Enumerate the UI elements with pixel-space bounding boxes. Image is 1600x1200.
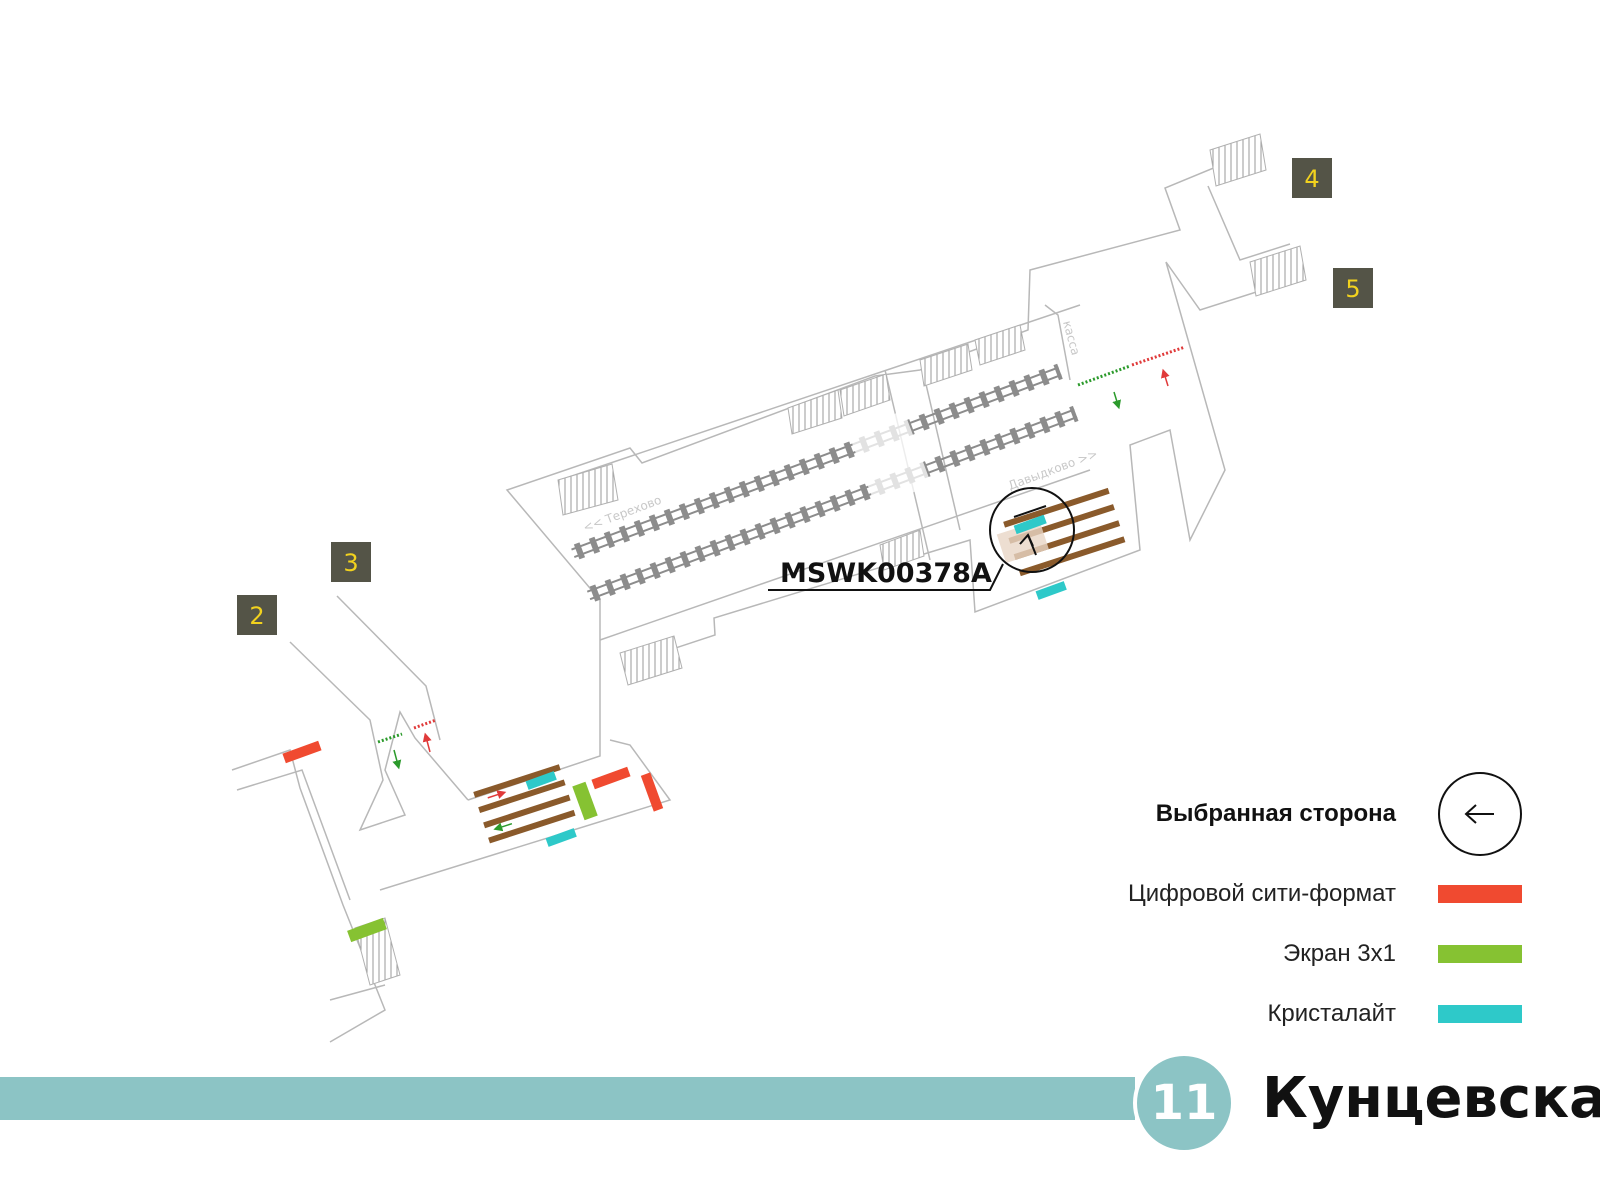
legend-item-crystalight: Кристалайт [1267, 1000, 1522, 1028]
legend-title: Выбранная сторона [1155, 800, 1396, 827]
station-name: Кунцевская [1262, 1066, 1600, 1131]
exit-3-label: 3 [343, 549, 358, 577]
screen-3x1-placement [347, 917, 387, 943]
line-number-badge: 11 [1133, 1052, 1235, 1154]
screen-3x1-placement [572, 781, 598, 821]
legend-item-screen-3x1: Экран 3х1 [1283, 940, 1522, 968]
arrow-left-icon [1438, 772, 1522, 856]
legend-item-label: Экран 3х1 [1282, 940, 1396, 967]
exit-5-label: 5 [1345, 275, 1360, 303]
digital-city-format-placement [282, 740, 322, 764]
exit-3: 3 [331, 542, 371, 582]
legend-item-label: Цифровой сити-формат [1127, 880, 1396, 907]
legend-item-digital-city-format: Цифровой сити-формат [1128, 880, 1522, 908]
legend-swatch-red [1438, 885, 1522, 903]
crystalight-placement [525, 771, 557, 790]
railway-tracks [570, 363, 1079, 603]
exit-2-label: 2 [249, 602, 264, 630]
metro-line-bar [0, 1077, 1135, 1120]
arrow-up-icon [1019, 533, 1037, 556]
line-number: 11 [1150, 1075, 1218, 1131]
crystalight-placement [1035, 581, 1067, 600]
exit-5: 5 [1333, 268, 1373, 308]
digital-city-format-placement [640, 772, 664, 812]
exit-2: 2 [237, 595, 277, 635]
ad-placements [282, 581, 1067, 943]
digital-city-format-placement [591, 766, 631, 790]
escalator-right [996, 487, 1126, 577]
crystalight-placement [545, 828, 577, 847]
escalator-left [473, 764, 576, 844]
legend-swatch-cyan [1438, 1005, 1522, 1023]
selected-placement[interactable]: MSWK00378A [768, 487, 1075, 591]
direction-label-right: Давыдково >> [1006, 447, 1099, 493]
exit-4-label: 4 [1304, 165, 1319, 193]
staircases [354, 133, 1307, 986]
legend-swatch-green [1438, 945, 1522, 963]
exit-4: 4 [1292, 158, 1332, 198]
selected-placement-code: MSWK00378A [780, 558, 992, 589]
legend-item-label: Кристалайт [1267, 1000, 1396, 1027]
ticket-office-label: касса [1060, 319, 1083, 357]
turnstiles [377, 345, 1186, 770]
legend-selected-side: Выбранная сторона [1156, 772, 1522, 856]
